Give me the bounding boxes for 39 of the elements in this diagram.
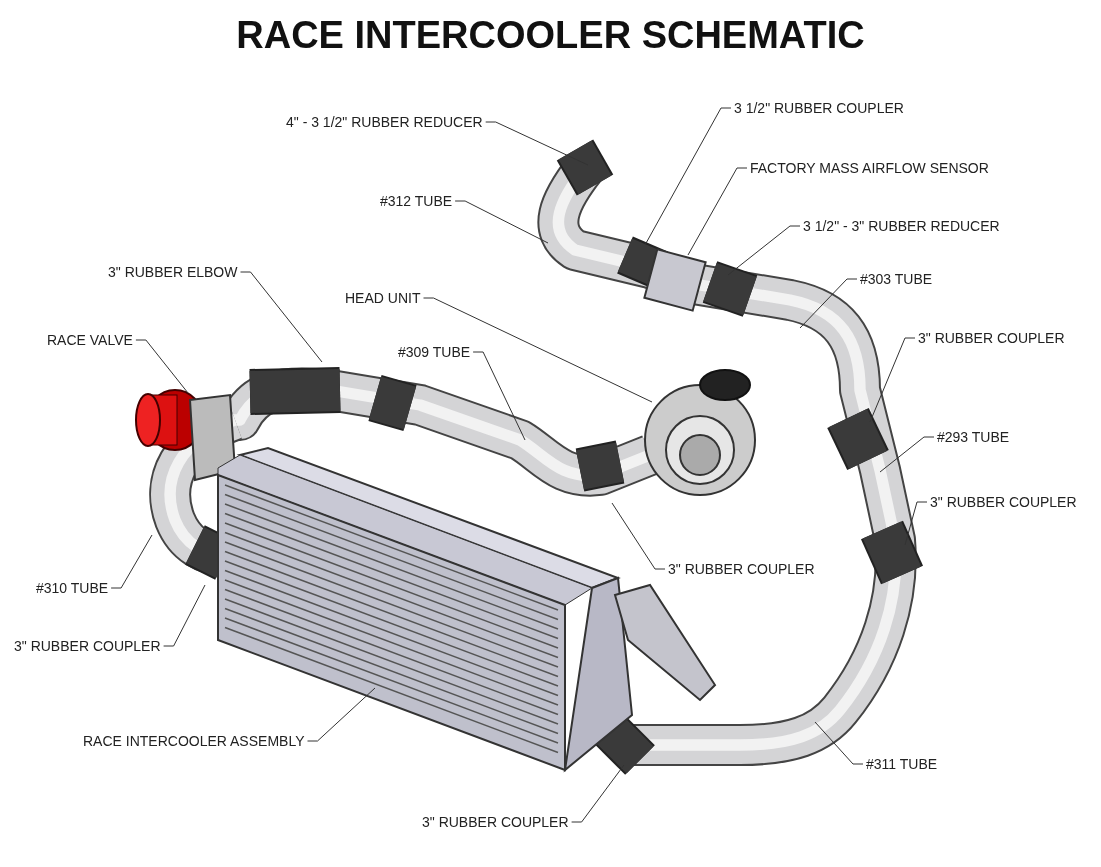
leader-line [307, 687, 376, 742]
part-label: 3" RUBBER COUPLER [14, 638, 161, 654]
leader-line [814, 721, 864, 765]
leader-line [454, 200, 549, 244]
part-label: 3" RUBBER COUPLER [668, 561, 815, 577]
leader-line [799, 278, 858, 329]
leader-line [571, 764, 625, 823]
leader-line [135, 339, 189, 394]
leader-line [869, 337, 916, 423]
part-label: 3" RUBBER COUPLER [422, 814, 569, 830]
leader-line [485, 121, 589, 166]
leader-line [879, 436, 935, 473]
part-label: #293 TUBE [937, 429, 1010, 445]
part-label: #309 TUBE [398, 344, 471, 360]
leader-line [687, 167, 748, 256]
leader-line [110, 534, 153, 589]
leader-line [904, 501, 928, 546]
leader-line [240, 271, 323, 363]
part-label: HEAD UNIT [345, 290, 421, 306]
part-label: 3 1/2" - 3" RUBBER REDUCER [803, 218, 1000, 234]
part-label: 3" RUBBER COUPLER [930, 494, 1077, 510]
leader-line [727, 225, 801, 276]
part-label: #303 TUBE [860, 271, 933, 287]
leader-line [163, 584, 206, 647]
part-label: 4" - 3 1/2" RUBBER REDUCER [286, 114, 483, 130]
part-label: RACE VALVE [47, 332, 133, 348]
leader-line [611, 502, 666, 570]
leader-line [644, 107, 732, 246]
part-label: 3" RUBBER COUPLER [918, 330, 1065, 346]
part-label: 3 1/2" RUBBER COUPLER [734, 100, 904, 116]
part-label: FACTORY MASS AIRFLOW SENSOR [750, 160, 989, 176]
part-label: #310 TUBE [36, 580, 109, 596]
part-label: #311 TUBE [866, 756, 938, 772]
part-label: #312 TUBE [380, 193, 453, 209]
leader-line [423, 297, 653, 403]
part-label: RACE INTERCOOLER ASSEMBLY [83, 733, 305, 749]
part-label: 3" RUBBER ELBOW [108, 264, 238, 280]
title: RACE INTERCOOLER SCHEMATIC [236, 14, 865, 57]
leader-line [472, 351, 526, 441]
